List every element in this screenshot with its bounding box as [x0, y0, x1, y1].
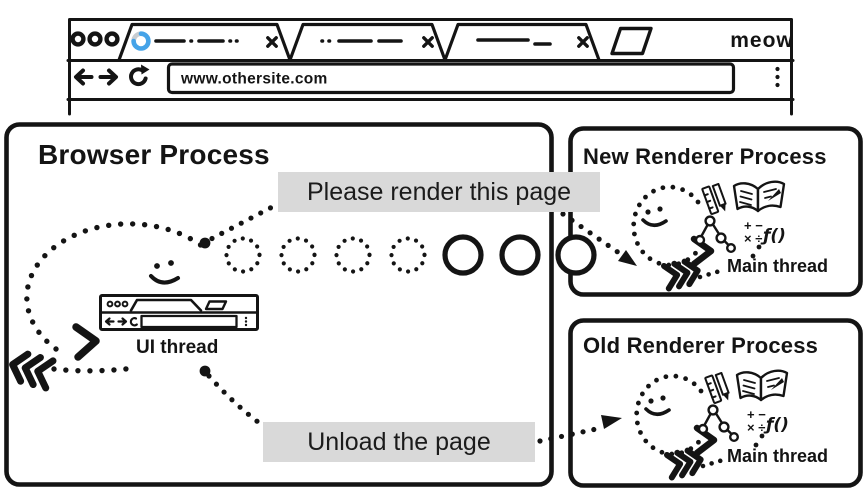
url-field[interactable]	[166, 62, 736, 95]
traffic-lights[interactable]	[70, 31, 120, 47]
unload-arrow	[537, 415, 622, 444]
dotted-circle	[279, 236, 317, 274]
loop-arrow-icon	[72, 323, 100, 361]
tab-1[interactable]	[117, 22, 292, 62]
loop-trail-dots	[51, 365, 137, 374]
old-renderer-title: Old Renderer Process	[583, 333, 819, 358]
brand-text: meow	[730, 29, 794, 52]
new-main-thread-label: Main thread	[727, 256, 829, 276]
browser-window: meow www.othersite.com	[66, 18, 795, 116]
old-main-thread-label: Main thread	[727, 446, 829, 466]
chevron-trail-dots	[697, 268, 723, 280]
tab-loading-spinner-icon	[131, 31, 151, 51]
menu-icon[interactable]	[775, 66, 780, 88]
render-arrow	[560, 211, 637, 266]
main-thread-smiley-icon	[641, 206, 668, 228]
new-tab-button[interactable]	[610, 26, 653, 56]
traffic-light-icon[interactable]	[70, 31, 86, 47]
unload-message-connector	[206, 373, 261, 425]
traffic-light-icon[interactable]	[104, 31, 120, 47]
solid-circle	[442, 234, 484, 276]
tab-2-close-icon[interactable]	[422, 36, 434, 48]
tab-1-close-icon[interactable]	[266, 36, 278, 48]
new-main-thread-cartoon: + − × ÷ ƒ()	[631, 180, 786, 292]
ui-thread-smiley-icon	[149, 260, 180, 285]
window-frame	[68, 18, 793, 116]
dotted-circle	[389, 236, 427, 274]
ui-thread-loop	[24, 221, 205, 352]
book-icon	[732, 180, 786, 213]
browser-process-box	[4, 122, 554, 487]
tab-3-title-scribble	[476, 38, 552, 46]
browser-process-title: Browser Process	[38, 139, 270, 170]
ui-thread-label: UI thread	[136, 337, 219, 358]
dotted-circle	[334, 236, 372, 274]
reload-icon[interactable]	[129, 64, 150, 87]
back-icon[interactable]	[74, 68, 94, 86]
function-icon: ƒ()	[760, 226, 786, 246]
ui-thread-cartoon	[9, 203, 277, 425]
message-circles	[224, 234, 597, 276]
render-message-connector	[209, 203, 277, 242]
message-render-page: Please render this page	[278, 172, 600, 212]
forward-icon[interactable]	[98, 68, 118, 86]
svg-text:+ −: + −	[744, 218, 763, 233]
connector-dot	[199, 237, 211, 249]
ruler-icon	[701, 182, 727, 215]
tab-2[interactable]	[288, 22, 447, 62]
url-text: www.othersite.com	[180, 71, 328, 88]
solid-circle	[499, 234, 541, 276]
dotted-circle	[224, 236, 262, 274]
math-icon: + − × ÷	[744, 218, 763, 246]
svg-text:× ÷: × ÷	[744, 231, 762, 246]
tab-3-close-icon[interactable]	[577, 36, 589, 48]
traffic-light-icon[interactable]	[87, 31, 103, 47]
browser-ui-icon	[99, 294, 259, 331]
connector-dot	[199, 365, 211, 377]
solid-circle	[555, 234, 597, 276]
message-unload-page: Unload the page	[263, 422, 535, 462]
tab-3[interactable]	[443, 22, 601, 62]
speed-chevrons-icon	[661, 258, 701, 292]
pencil-icon	[711, 182, 727, 212]
dom-tree-icon	[694, 215, 737, 253]
new-renderer-title: New Renderer Process	[583, 144, 827, 169]
speed-chevrons-icon	[9, 350, 57, 392]
